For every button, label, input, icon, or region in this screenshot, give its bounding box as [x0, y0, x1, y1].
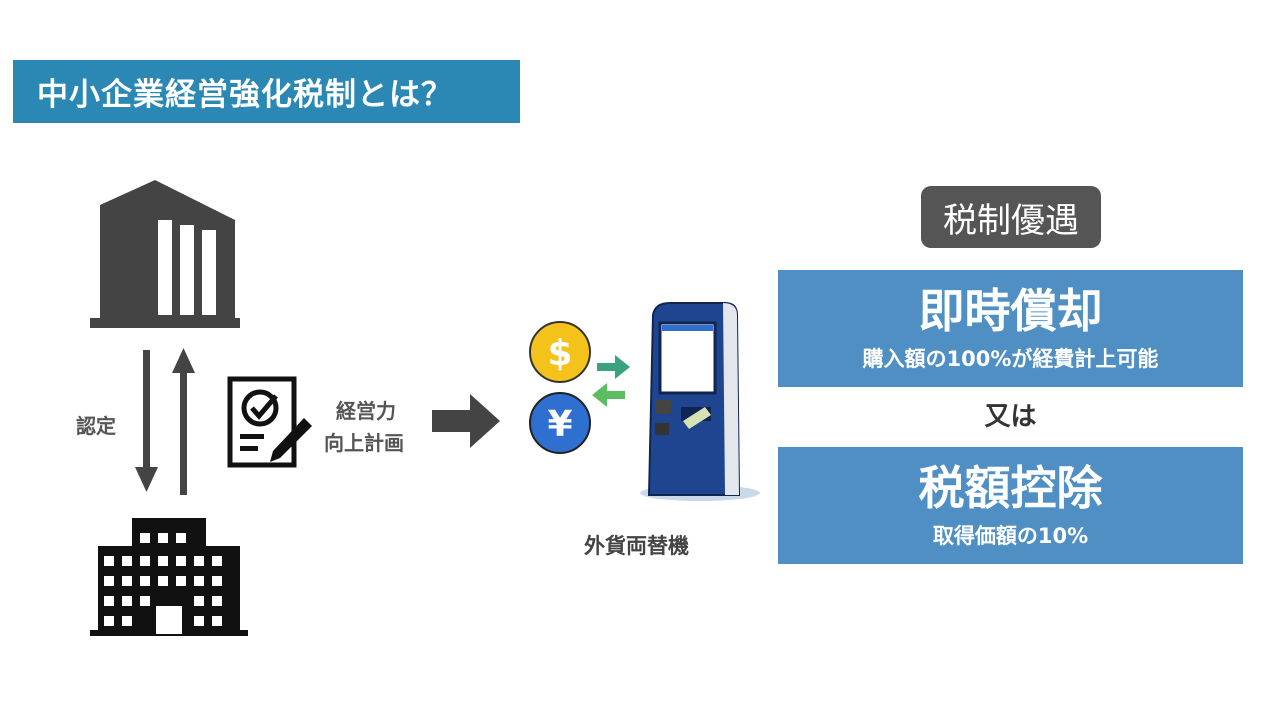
immediate-depreciation-box: 即時償却 購入額の100%が経費計上可能	[778, 270, 1243, 387]
page-title: 中小企業経営強化税制とは？	[13, 60, 520, 123]
option2-description: 取得価額の10%	[932, 523, 1089, 548]
svg-text:¥: ¥	[547, 404, 572, 445]
tax-credit-box: 税額控除 取得価額の10%	[778, 447, 1243, 564]
tax-incentive-badge: 税制優遇	[921, 186, 1101, 248]
plan-label-line1: 経営力	[336, 399, 396, 423]
machine-label: 外貨両替機	[584, 534, 689, 558]
right-arrow-icon	[432, 394, 500, 448]
bidirectional-arrows-icon	[135, 348, 195, 495]
or-label: 又は	[984, 402, 1037, 432]
currency-exchange-machine-image: $ ¥	[529, 302, 760, 501]
svg-text:$: $	[547, 333, 572, 374]
option2-title: 税額控除	[918, 461, 1103, 515]
government-building-icon	[90, 180, 240, 328]
company-building-icon	[90, 518, 248, 636]
plan-label-line2: 向上計画	[324, 431, 404, 455]
certify-label: 認定	[76, 414, 116, 438]
option1-title: 即時償却	[918, 284, 1103, 338]
plan-document-icon	[227, 376, 312, 468]
option1-description: 購入額の100%が経費計上可能	[862, 346, 1159, 371]
